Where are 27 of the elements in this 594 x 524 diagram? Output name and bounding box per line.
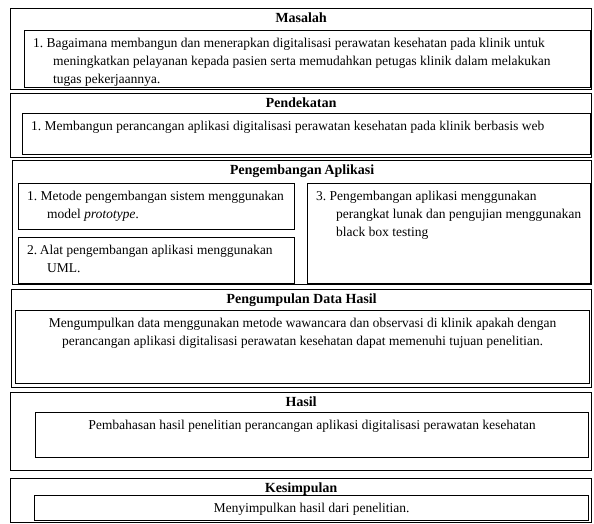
body-text: 1. Metode pengembangan sistem menggunakan model prototype. <box>27 187 285 223</box>
content-box <box>307 183 591 284</box>
body-text: Mengumpulkan data menggunakan metode wawancara dan observasi di klinik apakah dengan perancangan aplikasi digitalisasi perawatan kesehatan dapat memenuhi tujuan penelitian. <box>48 314 558 350</box>
section-box <box>11 289 592 388</box>
section-heading: Pendekatan <box>264 96 338 112</box>
section-box <box>10 8 592 90</box>
section-box <box>10 392 592 471</box>
body-text: 1. Membangun perancangan aplikasi digitalisasi perawatan kesehatan pada klinik berbasis web <box>31 117 546 135</box>
section-heading: Kesimpulan <box>264 481 338 497</box>
content-box <box>15 310 590 384</box>
section-box <box>12 160 592 285</box>
content-box <box>34 495 589 521</box>
body-text: 2. Alat pengembangan aplikasi menggunakan UML. <box>27 241 274 277</box>
content-box <box>22 113 591 155</box>
body-text: Menyimpulkan hasil dari penelitian. <box>212 499 410 517</box>
content-box <box>35 412 589 458</box>
section-heading: Hasil <box>284 395 318 411</box>
section-box <box>10 478 592 523</box>
content-box <box>18 183 295 230</box>
section-heading: Masalah <box>274 11 328 27</box>
content-box <box>18 237 295 284</box>
section-box <box>10 93 592 158</box>
body-text: 3. Pengembangan aplikasi menggunakan perangkat lunak dan pengujian menggunakan black box testing <box>316 187 582 241</box>
body-text: 1. Bagaimana membangun dan menerapkan digitalisasi perawatan kesehatan pada klinik untuk meningkatkan pelayanan kepada pasien serta memudahkan petugas klinik dalam melakukan tugas pekerjaannya. <box>33 34 552 88</box>
section-heading: Pengumpulan Data Hasil <box>225 292 378 308</box>
section-heading: Pengembangan Aplikasi <box>228 163 376 179</box>
body-text: Pembahasan hasil penelitian perancangan aplikasi digitalisasi perawatan kesehatan <box>87 416 537 434</box>
